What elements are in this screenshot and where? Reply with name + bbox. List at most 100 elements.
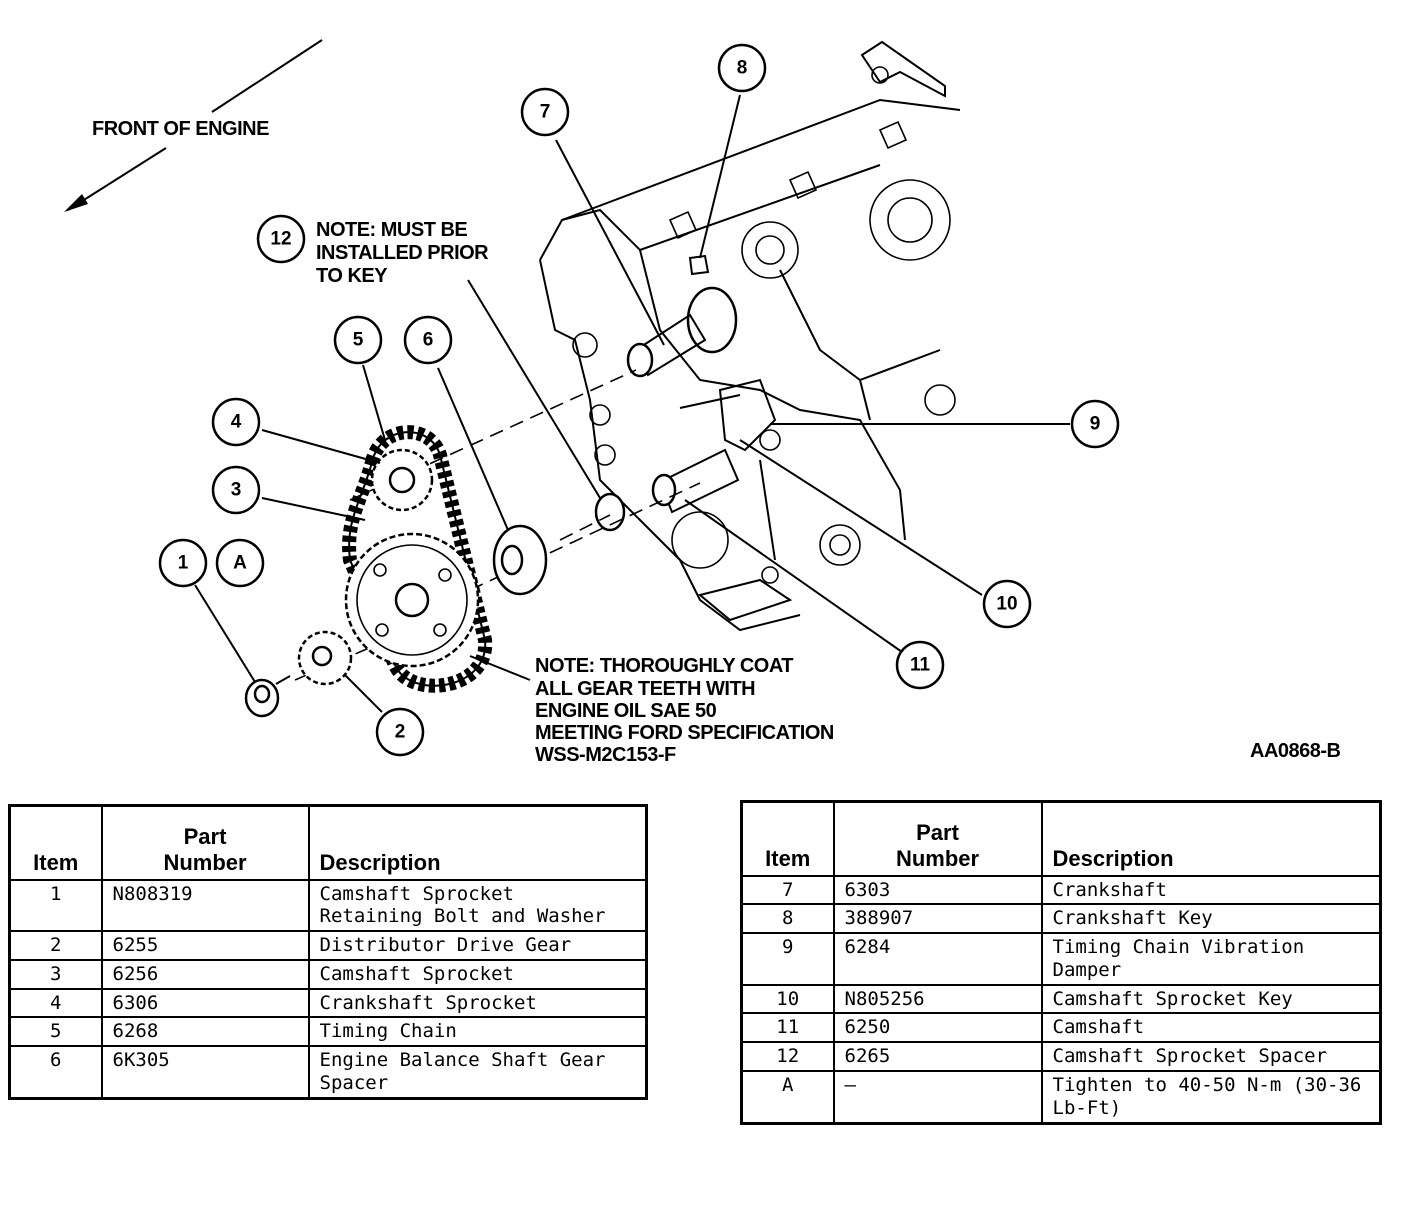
callout-8: 8 <box>717 43 767 93</box>
part-number-cell: 6268 <box>100 1016 310 1048</box>
description-line: Crankshaft <box>1052 878 1167 901</box>
item-cell: 10 <box>740 983 835 1015</box>
callout-1: 1 <box>158 538 208 588</box>
spacer-note-line-3: TO KEY <box>316 265 388 287</box>
description-cell: Crankshaft Key <box>1040 903 1382 935</box>
svg-text:11: 11 <box>910 655 931 676</box>
part-number-cell: 6303 <box>832 874 1043 906</box>
callout-7: 7 <box>520 87 570 137</box>
description-line: Retaining Bolt and Washer <box>319 905 606 928</box>
svg-text:4: 4 <box>231 412 242 433</box>
part-number-cell: — <box>832 1070 1043 1125</box>
callout-12: 12 <box>256 214 306 264</box>
description-line: Distributor Drive Gear <box>319 934 572 957</box>
description-cell: Timing Chain <box>307 1016 648 1048</box>
gear-note-line-5: WSS-M2C153-F <box>535 744 676 766</box>
gear-note-line-3: ENGINE OIL SAE 50 <box>535 700 717 722</box>
description-line: Spacer <box>319 1072 389 1095</box>
description-cell: Crankshaft <box>1040 874 1382 906</box>
part-number-cell: N808319 <box>100 878 310 933</box>
timing-chain-diagram: FRONT OF ENGINE <box>64 39 1341 766</box>
header-item: Item <box>740 800 835 877</box>
callout-4: 4 <box>211 397 261 447</box>
description-cell: Camshaft Sprocket Key <box>1040 983 1382 1015</box>
svg-text:6: 6 <box>423 330 434 351</box>
distributor-drive-gear <box>297 630 353 686</box>
item-cell: 2 <box>8 930 103 961</box>
part-number-cell: N805256 <box>832 983 1043 1015</box>
svg-text:A: A <box>233 553 247 574</box>
header-description: Description <box>307 804 648 881</box>
gear-note-line-4: MEETING FORD SPECIFICATION <box>535 722 834 744</box>
balance-shaft-gear-spacer <box>492 524 548 596</box>
camshaft-sprocket <box>344 532 480 668</box>
description-line: Crankshaft Key <box>1052 907 1213 930</box>
part-number-cell: 388907 <box>832 903 1043 935</box>
part-number-cell: 6255 <box>100 930 310 961</box>
item-cell: 8 <box>740 903 835 935</box>
header-item: Item <box>8 804 103 881</box>
description-line: Crankshaft Sprocket <box>319 991 537 1014</box>
retaining-bolt <box>244 675 291 718</box>
front-of-engine-label: FRONT OF ENGINE <box>92 118 269 140</box>
callout-3: 3 <box>211 465 261 515</box>
svg-text:12: 12 <box>270 229 291 250</box>
description-line: Camshaft <box>1052 1016 1145 1039</box>
description-line: Camshaft Sprocket <box>319 962 514 985</box>
item-cell: 9 <box>740 932 835 986</box>
part-number-cell: 6284 <box>832 932 1043 986</box>
item-cell: 6 <box>8 1045 103 1100</box>
description-line: Lb-Ft) <box>1052 1096 1122 1119</box>
callout-11: 11 <box>895 640 945 690</box>
front-of-engine-arrow <box>64 39 323 212</box>
description-line: Camshaft Sprocket Spacer <box>1052 1045 1328 1068</box>
description-cell: Camshaft Sprocket <box>307 958 648 990</box>
part-number-cell: 6265 <box>832 1041 1043 1073</box>
item-cell: 4 <box>8 987 103 1019</box>
description-cell: Camshaft <box>1040 1012 1382 1044</box>
item-cell: A <box>740 1070 835 1125</box>
callout-6: 6 <box>403 315 453 365</box>
description-line: Damper <box>1052 958 1122 981</box>
leader-lines <box>194 94 1070 713</box>
callout-A: A <box>215 538 265 588</box>
item-cell: 5 <box>8 1016 103 1048</box>
spacer-note-line-2: INSTALLED PRIOR <box>316 242 489 264</box>
description-cell: Crankshaft Sprocket <box>307 987 648 1019</box>
spacer-note-line-1: NOTE: MUST BE <box>316 219 467 241</box>
figure-code: AA0868-B <box>1250 740 1341 762</box>
crankshaft-sprocket <box>370 448 434 512</box>
description-line: Timing Chain <box>319 1020 457 1043</box>
part-number-cell: 6306 <box>100 987 310 1019</box>
item-cell: 12 <box>740 1041 835 1073</box>
item-cell: 3 <box>8 958 103 990</box>
engine-block <box>539 40 961 632</box>
description-line: Tighten to 40-50 N-m (30-36 <box>1052 1074 1362 1097</box>
part-number-cell: 6250 <box>832 1012 1043 1044</box>
svg-text:8: 8 <box>737 58 748 79</box>
header-description: Description <box>1040 800 1382 877</box>
callout-5: 5 <box>333 315 383 365</box>
svg-text:3: 3 <box>231 480 242 501</box>
svg-text:5: 5 <box>353 330 364 351</box>
part-number-cell: 6256 <box>100 958 310 990</box>
